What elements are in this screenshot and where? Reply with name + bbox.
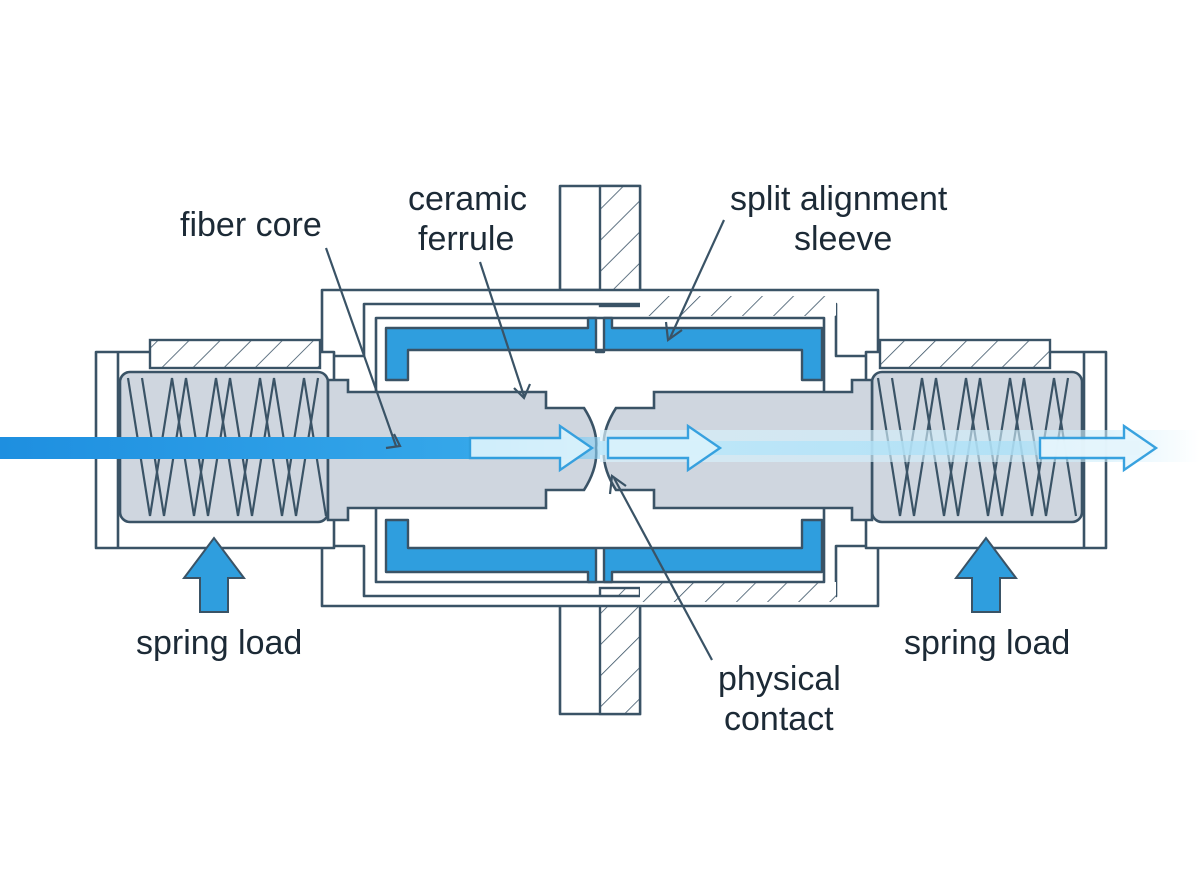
label-spring-load-right: spring load (904, 624, 1070, 662)
label-physical: physical (718, 660, 841, 698)
spring-load-arrow-right (954, 536, 1018, 613)
light-arrow-3 (1038, 423, 1159, 473)
light-arrow-2 (606, 423, 723, 473)
label-ferrule: ferrule (418, 220, 514, 258)
fiber-core (0, 437, 600, 459)
split-alignment-sleeve (384, 316, 824, 584)
light-path (0, 423, 1200, 473)
label-split-alignment: split alignment (730, 180, 948, 218)
leader-lines (324, 219, 726, 661)
label-ceramic: ceramic (408, 180, 527, 218)
label-spring-load-left: spring load (136, 624, 302, 662)
label-sleeve: sleeve (794, 220, 892, 258)
mounting-flange (558, 184, 642, 716)
light-arrow-1 (468, 423, 595, 473)
spring-load-arrow-left (182, 536, 246, 613)
label-contact: contact (724, 700, 834, 738)
label-fiber-core: fiber core (180, 206, 322, 244)
